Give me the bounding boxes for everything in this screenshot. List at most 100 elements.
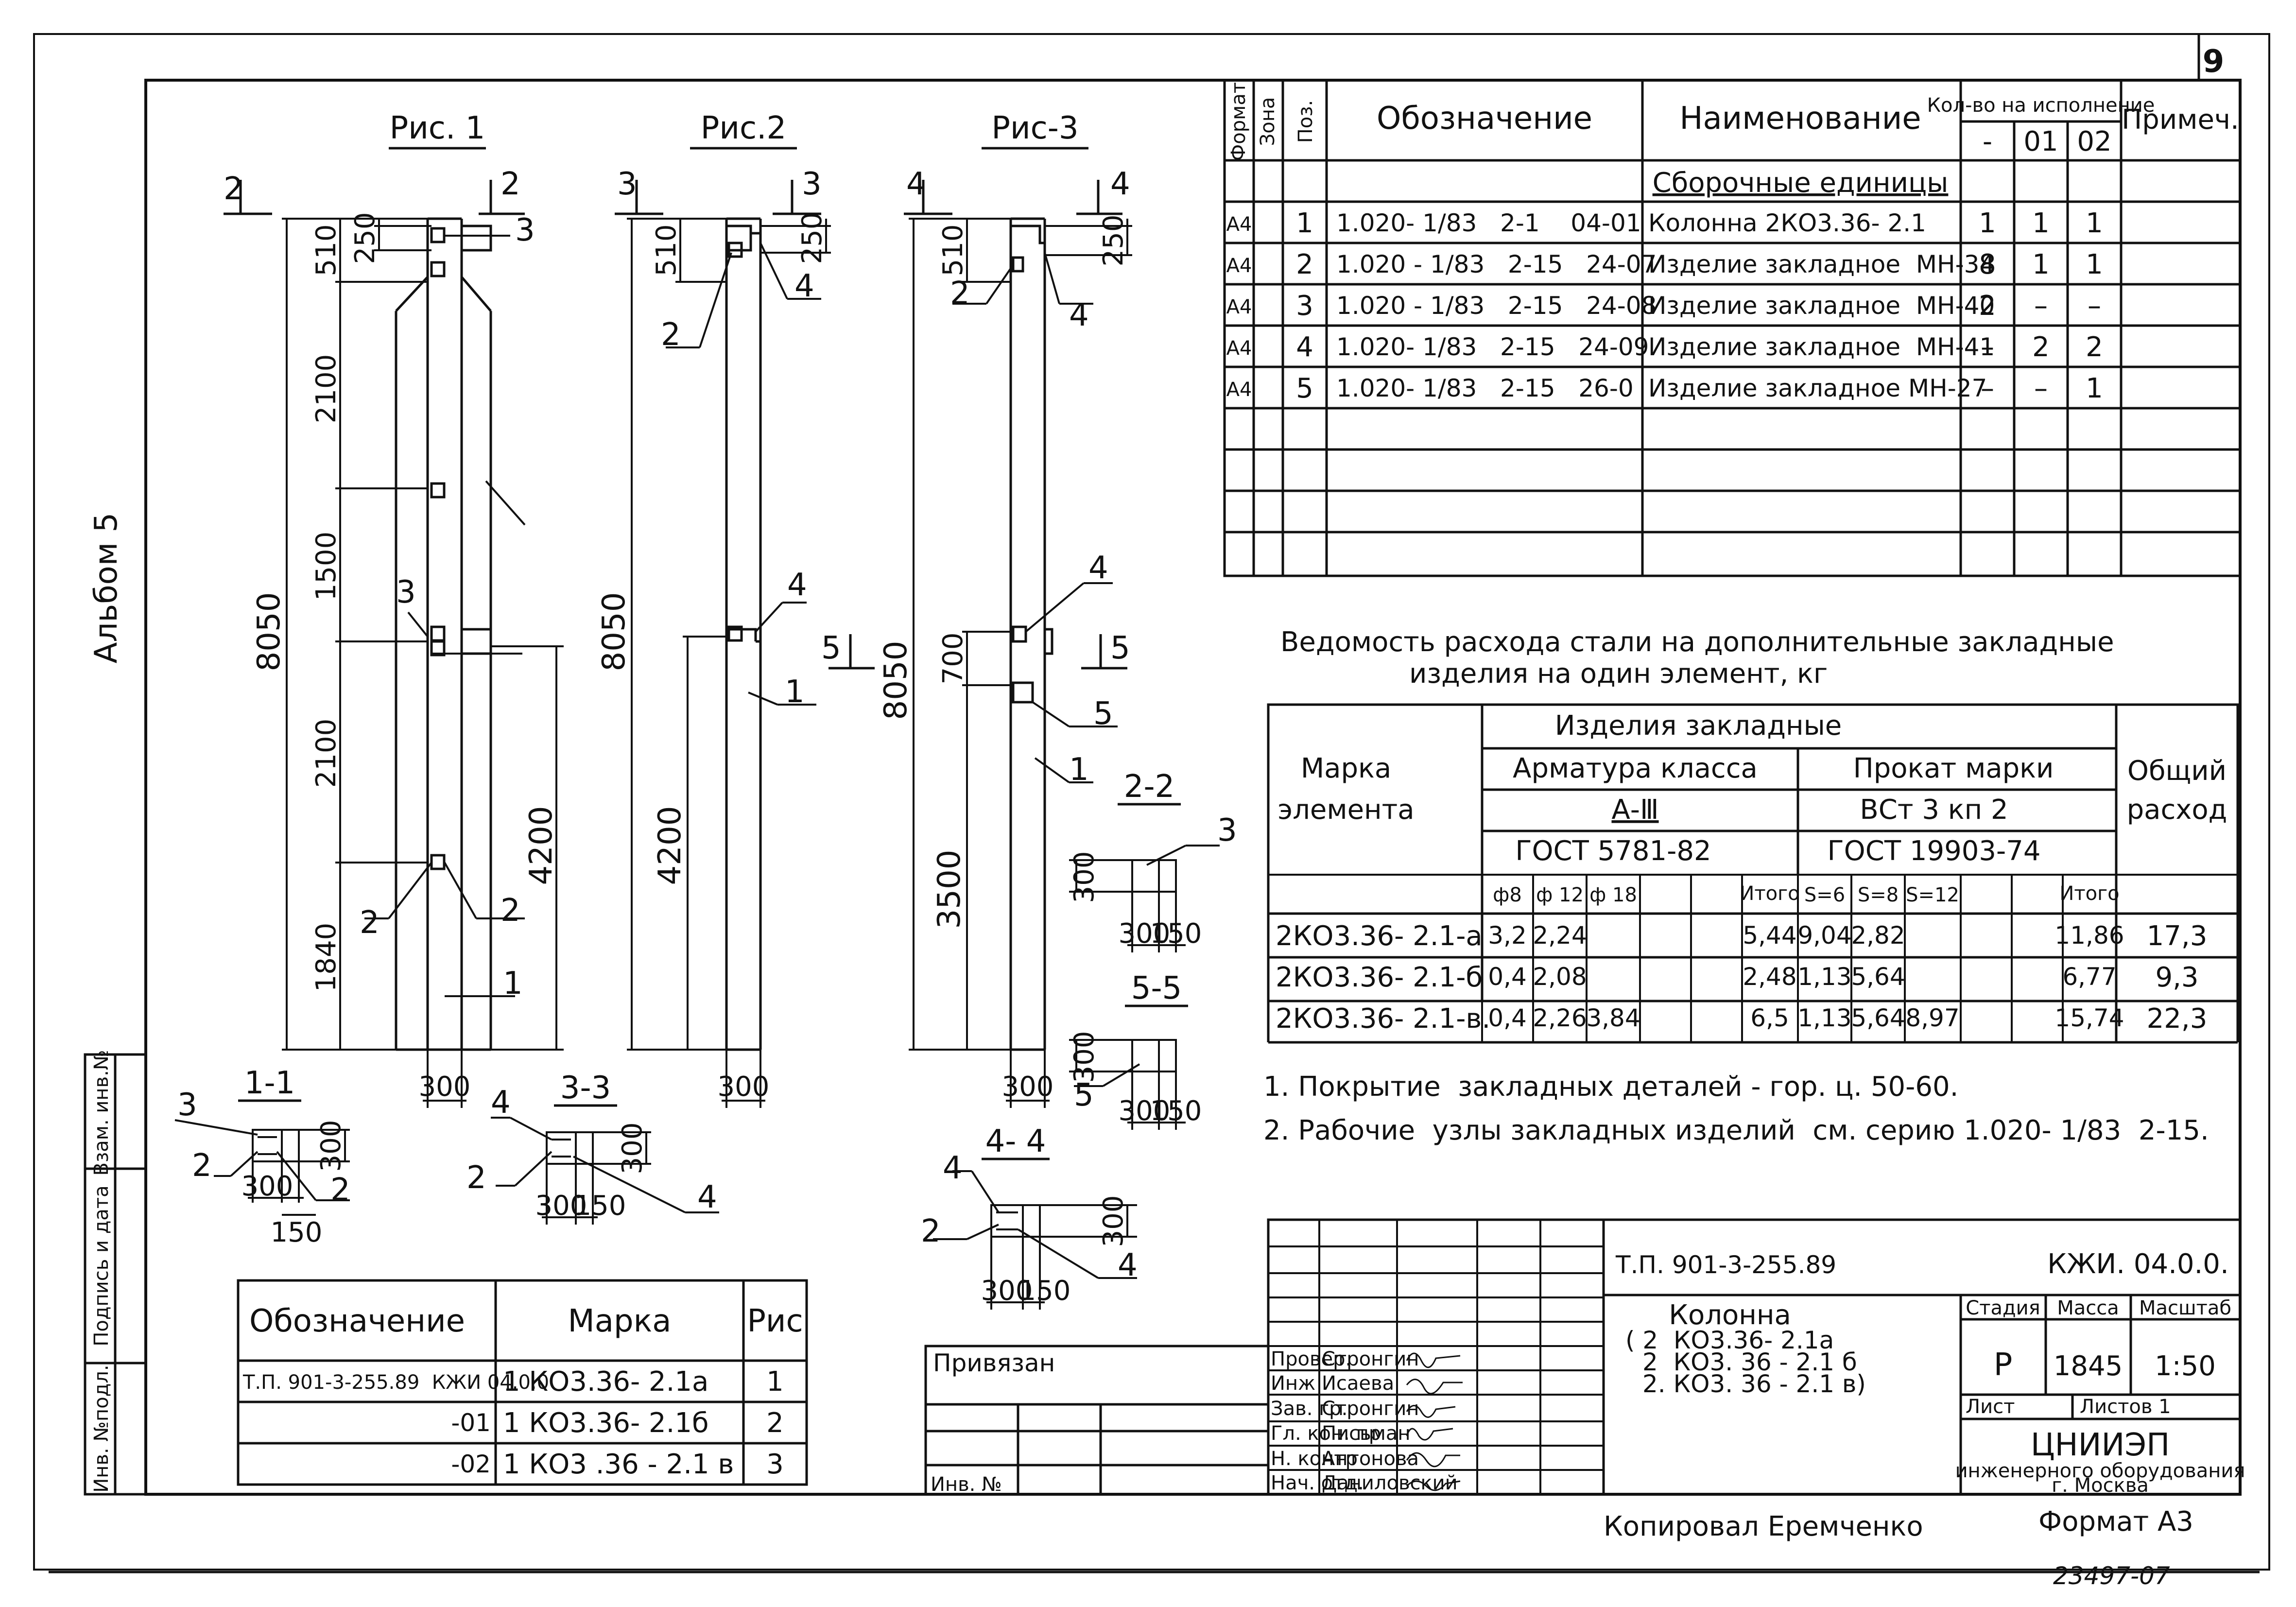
fig2-pos-2: 2 xyxy=(661,317,681,353)
figure-3: Рис-3 4 4 5 5 xyxy=(821,110,1132,1108)
spec-section-title: Сборочные единицы xyxy=(1653,167,1949,199)
fig2-pos-4-top: 4 xyxy=(794,268,814,304)
section-1-1-pos-2a: 2 xyxy=(192,1148,212,1184)
fig3-pos-5: 5 xyxy=(1093,696,1113,732)
title-role-2: Инж xyxy=(1271,1372,1315,1395)
title-person-2: Исаева xyxy=(1322,1372,1394,1395)
fig3-dim-3500: 3500 xyxy=(932,850,967,929)
steel-row-3-total: 22,3 xyxy=(2147,1003,2208,1035)
spec-header-note: Примеч. xyxy=(2122,104,2239,136)
privyazan-label: Привязан xyxy=(933,1349,1055,1377)
paper-format: Формат А3 xyxy=(2038,1506,2193,1538)
specification-table: Формат Зона Поз. Обозначение Наименовани… xyxy=(1223,79,2242,577)
section-3-3-dim-300h: 300 xyxy=(535,1190,587,1222)
fig1-dim-510: 510 xyxy=(311,225,342,276)
fig1-dim-8050: 8050 xyxy=(251,592,287,672)
section-4-4-pos-4b: 4 xyxy=(1118,1247,1138,1283)
steel-row-3-d18: 3,84 xyxy=(1586,1004,1640,1032)
spec-row-1-name: Колонна 2КО3.36- 2.1 xyxy=(1648,209,1926,237)
steel-row-1-t1: 5,44 xyxy=(1743,921,1796,950)
fig1-pos-3-top: 3 xyxy=(515,212,535,248)
steel-row-2-t1: 2,48 xyxy=(1743,963,1796,991)
fig2-cut-right: 3 xyxy=(802,166,822,202)
steel-h-rebar: Арматура класса xyxy=(1513,753,1758,784)
spec-row-3-designation: 1.020 - 1/83 2-15 24-08 xyxy=(1336,292,1657,320)
steel-sub-total1: Итого xyxy=(1740,882,1799,905)
fig3-dim-250: 250 xyxy=(1098,215,1129,267)
figure-1: Рис. 1 xyxy=(224,110,564,1108)
spec-row-3-pos: 3 xyxy=(1296,290,1313,322)
steel-title-1: Ведомость расхода стали на дополнительны… xyxy=(1280,626,2114,658)
bottom-code: 23497-07 xyxy=(2053,1562,2170,1590)
marks-row-3-designation: -02 xyxy=(451,1450,491,1478)
title-person-5: Антонова xyxy=(1322,1448,1419,1470)
section-2-2-dim-150: 150 xyxy=(1150,918,1202,950)
album-label: Альбом 5 xyxy=(88,513,124,663)
title-city: г. Москва xyxy=(2052,1474,2149,1497)
fig3-cut-right: 4 xyxy=(1110,166,1130,202)
steel-h-rebar-gost: ГОСТ 5781-82 xyxy=(1515,835,1711,867)
fig2-pos-4-mid: 4 xyxy=(787,567,807,603)
side-stamp xyxy=(84,1053,147,1496)
title-org-sub: инженерного оборудования xyxy=(1955,1460,2245,1482)
title-sheet: Лист xyxy=(1966,1396,2015,1418)
spec-row-1-designation: 1.020- 1/83 2-1 04-01 xyxy=(1336,209,1641,237)
spec-row-4-format: А4 xyxy=(1226,337,1252,360)
marks-header-fig: Рис xyxy=(747,1303,803,1339)
section-3-3-pos-2: 2 xyxy=(466,1160,486,1196)
fig1-pos-3-mid: 3 xyxy=(396,574,416,610)
spec-row-5-pos: 5 xyxy=(1296,373,1313,404)
fig2-dim-250: 250 xyxy=(796,212,828,264)
fig3-dim-8050: 8050 xyxy=(878,641,914,720)
copied-by: Копировал Еремченко xyxy=(1604,1511,1923,1542)
section-3-3-title: 3-3 xyxy=(560,1070,611,1106)
steel-h-items: Изделия закладные xyxy=(1555,710,1842,742)
spec-row-5-q2: 1 xyxy=(2086,373,2103,404)
fig3-dim-700: 700 xyxy=(937,633,969,685)
fig2-cut-left: 3 xyxy=(617,166,637,202)
fig1-cut-left: 2 xyxy=(224,171,243,207)
section-3-3: 3-3 300 300 150 4 2 4 xyxy=(466,1070,719,1225)
title-role-3: Зав. гр. xyxy=(1271,1398,1347,1420)
title-h-scale: Масштаб xyxy=(2139,1297,2231,1319)
fig3-cut-mid-right: 5 xyxy=(1110,630,1130,666)
section-5-5-dim-150: 150 xyxy=(1150,1095,1202,1127)
steel-h-total-1: Общий xyxy=(2127,755,2227,787)
steel-row-3-s8: 5,64 xyxy=(1851,1004,1905,1032)
title-h-mass: Масса xyxy=(2057,1297,2119,1319)
spec-row-3-name: Изделие закладное МН-40 xyxy=(1648,292,1995,320)
section-2-2-dim-300h: 300 xyxy=(1119,918,1171,950)
steel-table: Марка элемента Изделия закладные Арматур… xyxy=(1267,703,2239,1002)
steel-row-1-mark: 2КО3.36- 2.1-а xyxy=(1276,920,1483,952)
title-name-4: 2. КО3. 36 - 2.1 в) xyxy=(1642,1370,1866,1398)
section-3-3-pos-4a: 4 xyxy=(491,1085,511,1121)
spec-row-4-q2: 2 xyxy=(2086,331,2103,363)
steel-h-total-2: расход xyxy=(2127,794,2227,826)
spec-row-1-format: А4 xyxy=(1226,213,1252,236)
steel-row-3-t2: 15,74 xyxy=(2054,1004,2124,1032)
section-4-4-dim-300v: 300 xyxy=(1098,1195,1129,1247)
marks-row-1-fig: 1 xyxy=(766,1366,784,1398)
fig3-dim-510: 510 xyxy=(937,225,969,276)
spec-header-qty: Кол-во на исполнение xyxy=(1927,94,2155,117)
steel-row-1-s6: 9,04 xyxy=(1797,921,1851,950)
steel-sub-d12: ф 12 xyxy=(1536,884,1584,906)
section-1-1-pos-3: 3 xyxy=(177,1087,197,1123)
marks-row-1-designation: Т.П. 901-3-255.89 КЖИ 04.0.0 xyxy=(242,1371,549,1394)
steel-row-2-s8: 5,64 xyxy=(1851,963,1905,991)
fig2-title: Рис.2 xyxy=(701,110,786,146)
spec-row-4-designation: 1.020- 1/83 2-15 24-09 xyxy=(1336,333,1649,361)
spec-row-3-q2: – xyxy=(2088,290,2101,322)
marks-header-mark: Марка xyxy=(568,1303,672,1339)
steel-row-2-d8: 0,4 xyxy=(1488,963,1527,991)
spec-row-2-q2: 1 xyxy=(2086,249,2103,280)
section-4-4-pos-4a: 4 xyxy=(943,1150,963,1186)
title-name-1: Колонна xyxy=(1669,1299,1791,1331)
spec-header-zone: Зона xyxy=(1257,97,1279,146)
fig1-pos-2-left: 2 xyxy=(360,905,380,941)
section-1-1-title: 1-1 xyxy=(244,1065,295,1101)
spec-row-2-format: А4 xyxy=(1226,255,1252,277)
fig3-cut-mid-left: 5 xyxy=(821,630,841,666)
section-1-1-dim-150: 150 xyxy=(271,1217,323,1248)
fig3-title: Рис-3 xyxy=(991,110,1078,146)
